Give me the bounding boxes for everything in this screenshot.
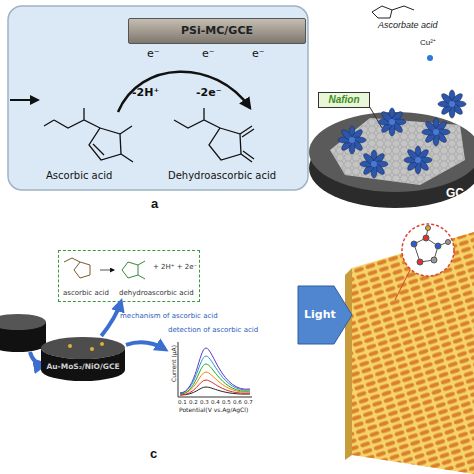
plot-axes [178, 342, 252, 397]
dpv-curves [180, 348, 250, 395]
nanoflower [422, 118, 450, 146]
atom [435, 243, 441, 249]
atom [426, 226, 431, 231]
molecule-bonds [414, 228, 448, 262]
gold-particle [90, 347, 94, 351]
edge-label: detection of ascorbic acid [168, 326, 258, 334]
electrode-bar: PSi-MC/GCE [128, 18, 306, 44]
compound-name: Ascorbic acid [46, 170, 112, 181]
tick-label: 0.3 [200, 399, 209, 405]
ring-bonds [93, 126, 133, 162]
electrode-side [41, 348, 125, 381]
tick-label: 0.2 [189, 399, 198, 405]
proton-loss: -2H⁺ [132, 86, 159, 99]
axis-label: Current (μA) [170, 336, 177, 392]
zoom-line [395, 270, 410, 300]
arrow-shape [298, 286, 352, 344]
ascorbic-acid-structure [44, 108, 133, 162]
light-arrow: Light [298, 286, 352, 344]
tick-label: 0.5 [222, 399, 231, 405]
electrode-label: PSi-MC/GCE [129, 24, 305, 37]
reaction-arrow [100, 270, 114, 271]
panel-letter: c [150, 446, 157, 461]
nanoflower [378, 108, 406, 136]
dehydroascorbic-acid-structure [174, 108, 254, 162]
ion-label: Cu²⁺ [420, 36, 436, 47]
edge-label: mechanism of ascorbic acid [120, 312, 218, 320]
product-label: dehydroascorbic acid [119, 289, 194, 297]
oxidation-arrow [118, 72, 250, 112]
tick-label: 0.4 [211, 399, 220, 405]
compound-name: Dehydroascorbic acid [168, 170, 276, 181]
curve [180, 380, 250, 395]
lactone-ring [209, 128, 241, 160]
molecule [411, 226, 451, 266]
nanoflower [360, 150, 388, 178]
light-label: Light [304, 308, 336, 321]
tick-label: 0.1 [178, 399, 187, 405]
curve [180, 348, 250, 393]
zoom-circle [402, 224, 454, 276]
compound-name: Ascorbate acid [378, 20, 438, 30]
material-tag: Nafion [318, 92, 370, 108]
electron: e⁻ [252, 47, 265, 60]
mechanism-box: ascorbic acid dehydroascorbic acid + 2H⁺ +… [58, 250, 200, 302]
nanoflower [338, 126, 366, 154]
side-chain [174, 108, 220, 128]
flow-arrow [101, 302, 121, 336]
node-outline [40, 336, 126, 382]
gold-particle [68, 344, 72, 348]
atom [423, 235, 429, 241]
electrode-label: GC [446, 186, 464, 200]
nanoflower [404, 146, 432, 174]
ring [122, 261, 145, 279]
atom [411, 241, 417, 247]
electrode-label: Au-MoS₂/NiO/GCE [40, 362, 126, 371]
mini-ascorbic-structure [64, 258, 90, 278]
atom [431, 257, 437, 263]
mini-dehydro-structure [122, 261, 145, 279]
copper-ion [427, 55, 433, 61]
electron: e⁻ [202, 47, 215, 60]
reactant-label: ascorbic acid [63, 289, 109, 297]
side-chain [44, 108, 100, 128]
panel-letter: a [151, 196, 158, 211]
carbonyl-bonds [240, 126, 254, 162]
atom [417, 259, 423, 265]
material-label: Nafion [319, 94, 369, 105]
modified-electrode: Au-MoS₂/NiO/GCE [40, 336, 126, 382]
tick-label: 0.7 [244, 399, 253, 405]
dpv-plot: Current (μA) Potential(V vs.Ag/AgCl) [165, 336, 255, 418]
electrode-edge [345, 268, 352, 460]
nanoflower [438, 90, 466, 118]
ring [64, 258, 90, 278]
atom [446, 240, 451, 245]
flow-arrow [126, 342, 165, 349]
incoming-arrow [10, 99, 38, 101]
byproduct-label: + 2H⁺ + 2e⁻ [153, 263, 197, 271]
electron-loss: -2e⁻ [196, 86, 222, 99]
panel-background [8, 6, 308, 190]
tick-label: 0.6 [233, 399, 242, 405]
axis-label: Potential(V vs.Ag/AgCl) [179, 406, 248, 413]
bare-electrode-top [0, 314, 46, 330]
ascorbate-structure [372, 6, 414, 18]
gold-particle [100, 342, 104, 346]
electron: e⁻ [147, 47, 160, 60]
electrode-top [41, 337, 125, 359]
